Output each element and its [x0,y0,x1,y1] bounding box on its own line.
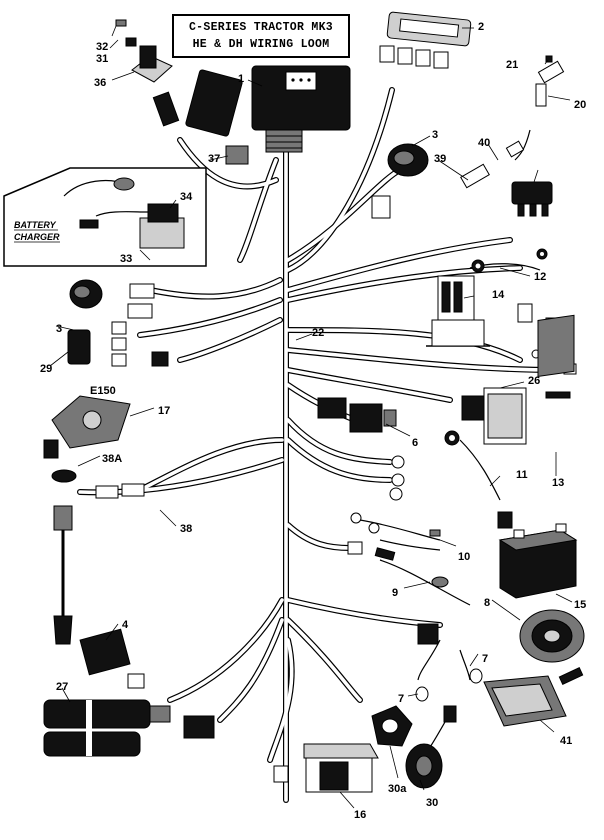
battery-15 [498,523,578,599]
label-11: 11 [516,469,528,481]
label-3-upper: 3 [432,129,438,141]
lamp-unit-41 [483,667,584,727]
title-line-2: HE & DH WIRING LOOM [192,38,330,51]
label-31: 31 [96,53,108,65]
label-2: 2 [478,21,484,33]
battery-charger-inset: BATTERY CHARGER [3,167,207,267]
switch-16 [273,743,379,793]
label-21: 21 [506,59,518,71]
label-8: 8 [484,597,490,609]
label-1: 1 [238,73,244,85]
warning-lamp-upper [371,143,429,219]
label-15: 15 [574,599,586,611]
part-labels: 1 2 3 3 4 6 7 7 8 9 10 11 12 13 14 15 16… [40,21,586,821]
ring-terminal-12 [471,248,548,273]
fuse-lead-9 [347,541,449,588]
label-40: 40 [478,137,490,149]
ring-terminals-6 [389,455,405,501]
label-22: 22 [312,327,324,339]
label-30: 30 [426,797,438,809]
socket-30 [405,705,457,789]
sensor-lead-11 [444,430,513,529]
control-module-26 [461,387,527,445]
label-7-left: 7 [398,693,404,705]
label-14: 14 [492,289,505,301]
inset-caption-line-1: BATTERY [14,220,57,230]
label-12: 12 [534,271,546,283]
starter-motor-27 [43,699,215,757]
label-36: 36 [94,77,106,89]
bulb-holders-7 [415,623,483,702]
horn-8 [519,609,585,663]
label-30a: 30a [388,783,407,795]
label-37: 37 [208,153,220,165]
inset-caption-line-2: CHARGER [14,232,60,242]
diode-assembly [460,140,525,189]
label-39: 39 [434,153,446,165]
label-34: 34 [180,191,193,203]
label-10: 10 [458,551,470,563]
label-26: 26 [528,375,540,387]
multi-plug-6 [317,397,397,433]
title-line-1: C-SERIES TRACTOR MK3 [188,21,334,34]
label-41: 41 [560,735,572,747]
label-7-right: 7 [482,653,488,665]
label-20: 20 [574,99,586,111]
fuse-box [379,11,472,69]
label-e150: E150 [90,385,116,397]
diagram-title: C-SERIES TRACTOR MK3 HE & DH WIRING LOOM [172,14,350,58]
socket-30a [371,705,413,747]
glow-plug-38 [51,469,145,645]
switch-29 [67,321,169,367]
label-27: 27 [56,681,68,693]
relay-13 [537,314,575,399]
relay-37 [185,69,249,165]
solenoid-14 [426,275,490,347]
label-9: 9 [392,587,398,599]
label-13: 13 [552,477,564,489]
wiring-harness [77,87,563,803]
rocker-switch-38 [511,181,553,217]
label-4: 4 [122,619,129,631]
label-3-lower: 3 [56,323,62,335]
ecu-control-unit [251,65,351,153]
relay-4 [79,628,145,689]
ignition-switch [115,19,180,127]
label-16: 16 [354,809,366,821]
label-32: 32 [96,41,108,53]
fuse-holder-20 [535,55,565,107]
label-33: 33 [120,253,132,265]
warning-lamp-lower [69,279,155,319]
label-6: 6 [412,437,418,449]
label-38a: 38A [102,453,122,465]
label-38: 38 [180,523,192,535]
earth-lead-10 [350,512,441,537]
label-29: 29 [40,363,52,375]
sensor-17 [43,395,131,459]
leader-lines [49,25,573,809]
label-17: 17 [158,405,170,417]
